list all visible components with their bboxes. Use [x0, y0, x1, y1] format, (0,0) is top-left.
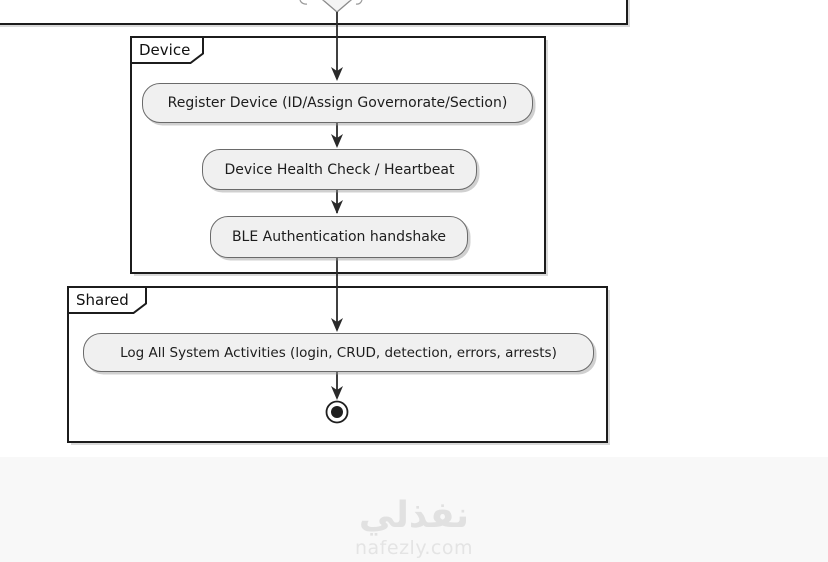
activity-ble-auth: BLE Authentication handshake — [210, 216, 468, 258]
arrowhead-icon — [331, 318, 343, 332]
activity-register-device: Register Device (ID/Assign Governorate/S… — [142, 83, 533, 123]
partition-top-outline — [0, 0, 630, 27]
arrowhead-icon — [331, 134, 343, 148]
decision-diamond-icon — [322, 0, 352, 13]
partition-shared-label: Shared — [76, 291, 129, 309]
partition-shared-tab — [67, 286, 147, 314]
clipped-edge-mark-right — [355, 0, 363, 5]
flow-arrowheads — [331, 67, 343, 400]
final-node-icon — [325, 400, 349, 424]
watermark-domain: nafezly.com — [355, 537, 473, 559]
watermark-arabic-logo: نفذلي — [358, 495, 470, 536]
partition-device-tab — [130, 36, 204, 64]
arrowhead-icon — [331, 200, 343, 214]
clipped-edge-mark-left — [299, 0, 308, 5]
footer-background — [0, 457, 828, 562]
arrowhead-icon — [331, 67, 343, 81]
activity-health-check: Device Health Check / Heartbeat — [202, 149, 477, 190]
partition-device-label: Device — [139, 41, 191, 59]
activity-log-activities: Log All System Activities (login, CRUD, … — [83, 333, 594, 372]
arrowhead-icon — [331, 386, 343, 400]
